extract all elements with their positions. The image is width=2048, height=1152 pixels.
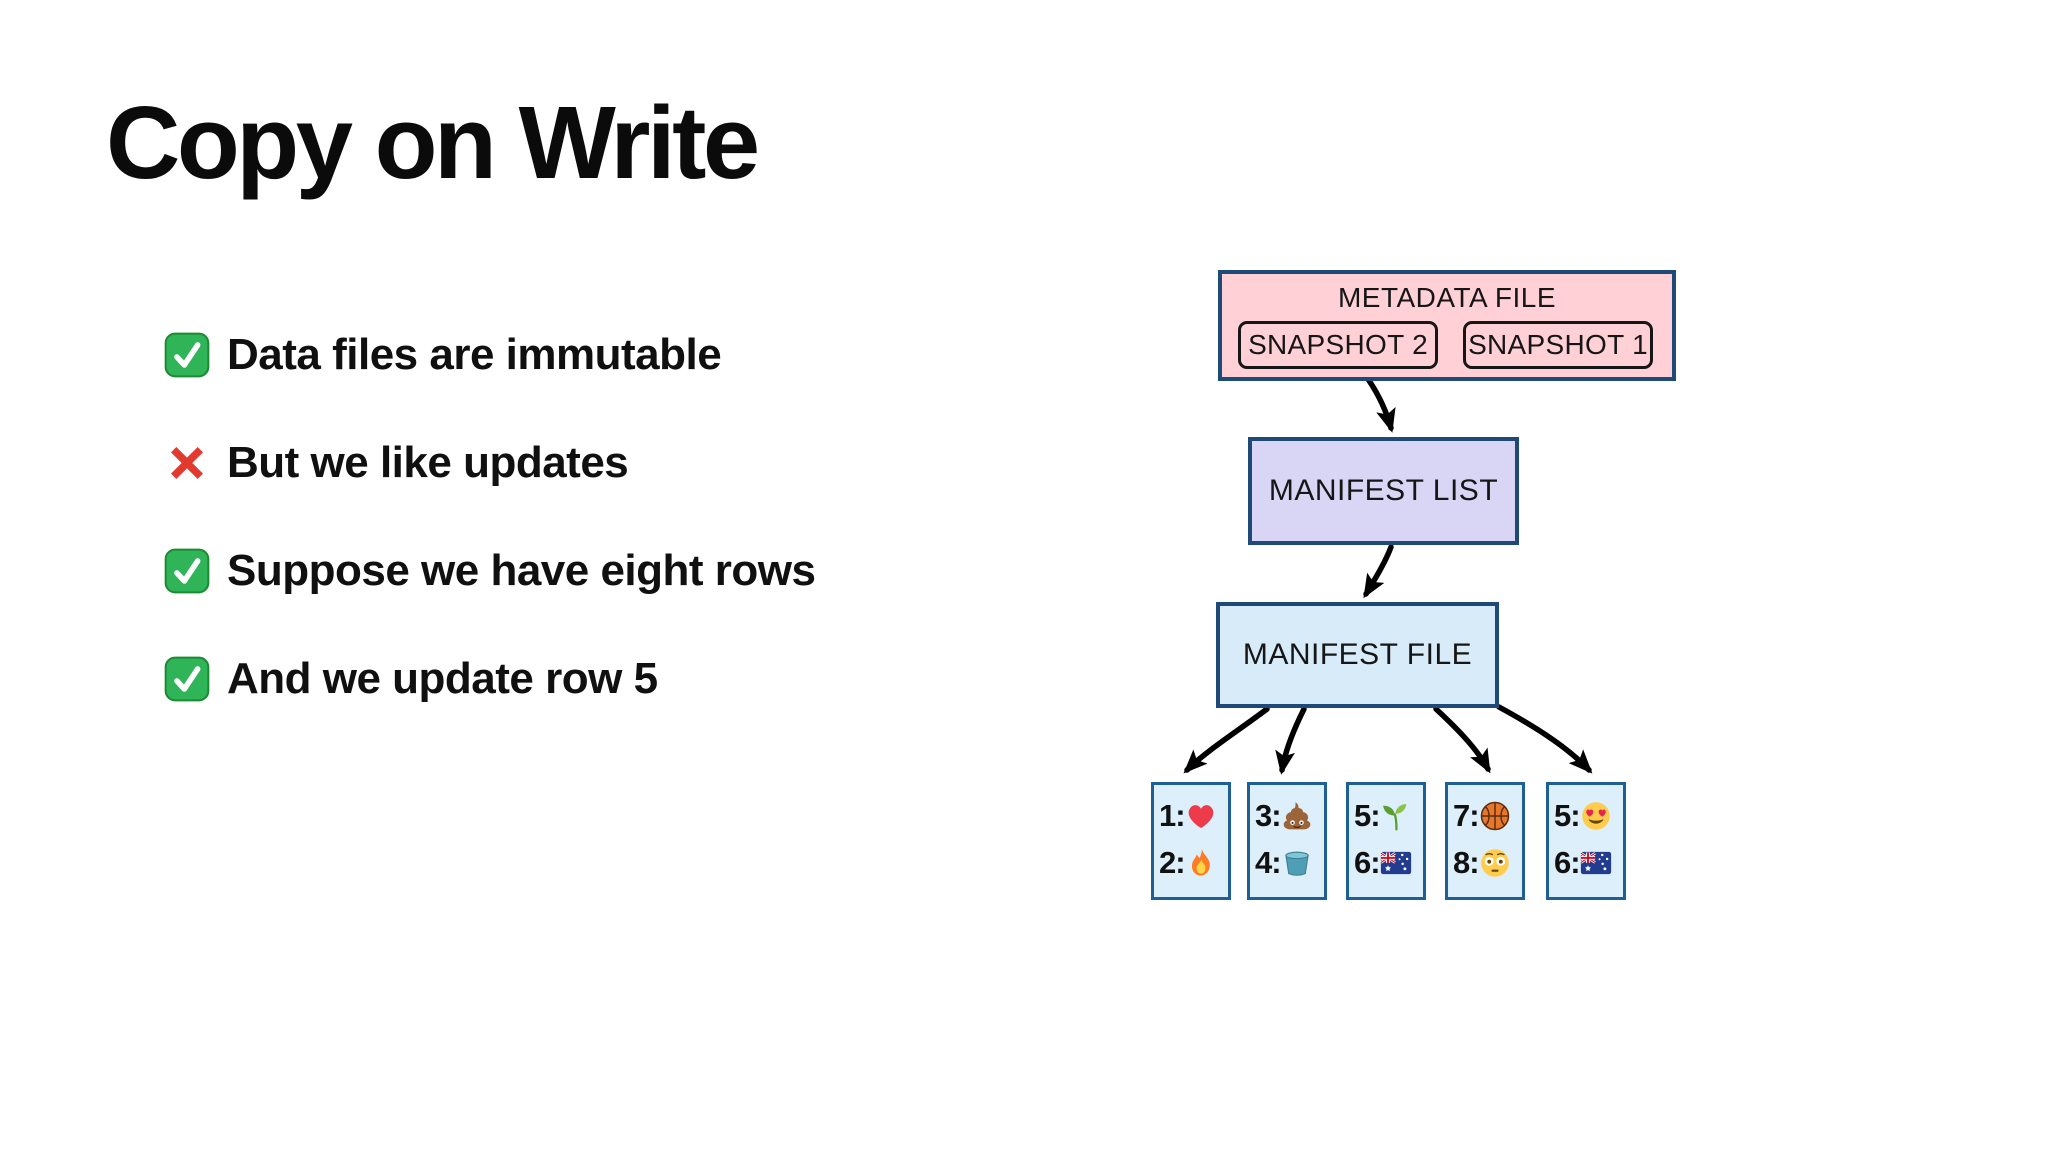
data-file-box-4: 7: 8: (1445, 782, 1525, 900)
arrow-manifest-file-to-data-file-4 (1433, 706, 1491, 774)
arrow-manifest-list-to-manifest-file (1363, 544, 1394, 599)
australia-flag-icon (1579, 847, 1612, 879)
data-row: 2: (1154, 839, 1228, 886)
data-file-box-1: 1: 2: (1151, 782, 1231, 900)
row-number: 3: (1255, 797, 1282, 833)
bullet-text: And we update row 5 (227, 654, 658, 703)
row-number: 1: (1159, 797, 1186, 833)
data-row: 8: (1448, 839, 1522, 886)
snapshot-2-box: SNAPSHOT 2 (1238, 321, 1438, 369)
page-title: Copy on Write (106, 85, 760, 200)
data-row: 6: (1549, 839, 1623, 886)
snapshot-1-label: SNAPSHOT 1 (1468, 329, 1648, 360)
row-number: 7: (1453, 797, 1480, 833)
manifest-list-label: MANIFEST LIST (1268, 474, 1499, 507)
manifest-list-box: MANIFEST LIST (1248, 437, 1519, 545)
data-file-box-5: 5: 6: (1546, 782, 1626, 900)
arrow-manifest-file-to-data-file-1 (1183, 706, 1270, 774)
data-row: 1: (1154, 792, 1228, 839)
cross-icon (163, 439, 211, 487)
bullet-text: Data files are immutable (227, 330, 722, 379)
data-row: 3: (1250, 792, 1324, 839)
manifest-file-box: MANIFEST FILE (1216, 602, 1499, 708)
seedling-icon (1380, 800, 1412, 832)
metadata-file-label: METADATA FILE (1337, 282, 1557, 313)
data-row: 5: (1549, 792, 1623, 839)
data-row: 7: (1448, 792, 1522, 839)
snapshot-1-box: SNAPSHOT 1 (1463, 321, 1653, 369)
snapshot-2-label: SNAPSHOT 2 (1248, 329, 1428, 360)
poop-icon (1281, 800, 1313, 832)
metadata-file-box: METADATA FILE SNAPSHOT 2 SNAPSHOT 1 (1218, 270, 1676, 381)
flushed-face-icon (1479, 847, 1511, 879)
row-number: 5: (1554, 797, 1581, 833)
row-number: 6: (1354, 844, 1381, 880)
row-number: 4: (1255, 844, 1282, 880)
data-file-box-3: 5: 6: (1346, 782, 1426, 900)
bucket-icon (1281, 847, 1313, 879)
bullet-item: Data files are immutable (163, 322, 815, 388)
data-row: 4: (1250, 839, 1324, 886)
heart-eyes-icon (1580, 800, 1612, 832)
row-number: 6: (1554, 844, 1581, 880)
bullet-list: Data files are immutable But we like upd… (163, 322, 816, 754)
check-icon (163, 331, 211, 379)
data-row: 5: (1349, 792, 1423, 839)
bullet-item: But we like updates (163, 430, 815, 496)
row-number: 2: (1159, 844, 1186, 880)
bullet-item: Suppose we have eight rows (163, 538, 816, 604)
bullet-item: And we update row 5 (163, 646, 815, 712)
row-number: 5: (1354, 797, 1381, 833)
bullet-text: Suppose we have eight rows (227, 546, 816, 595)
australia-flag-icon (1379, 847, 1412, 879)
arrow-manifest-file-to-data-file-2 (1275, 706, 1307, 775)
basketball-icon (1479, 800, 1511, 832)
manifest-file-label: MANIFEST FILE (1242, 638, 1473, 671)
arrow-manifest-file-to-data-file-5 (1496, 704, 1593, 774)
row-number: 8: (1453, 844, 1480, 880)
check-icon (163, 655, 211, 703)
fire-icon (1185, 847, 1217, 879)
heart-icon (1185, 800, 1217, 832)
bullet-text: But we like updates (227, 438, 629, 487)
data-file-box-2: 3: 4: (1247, 782, 1327, 900)
check-icon (163, 547, 211, 595)
data-row: 6: (1349, 839, 1423, 886)
